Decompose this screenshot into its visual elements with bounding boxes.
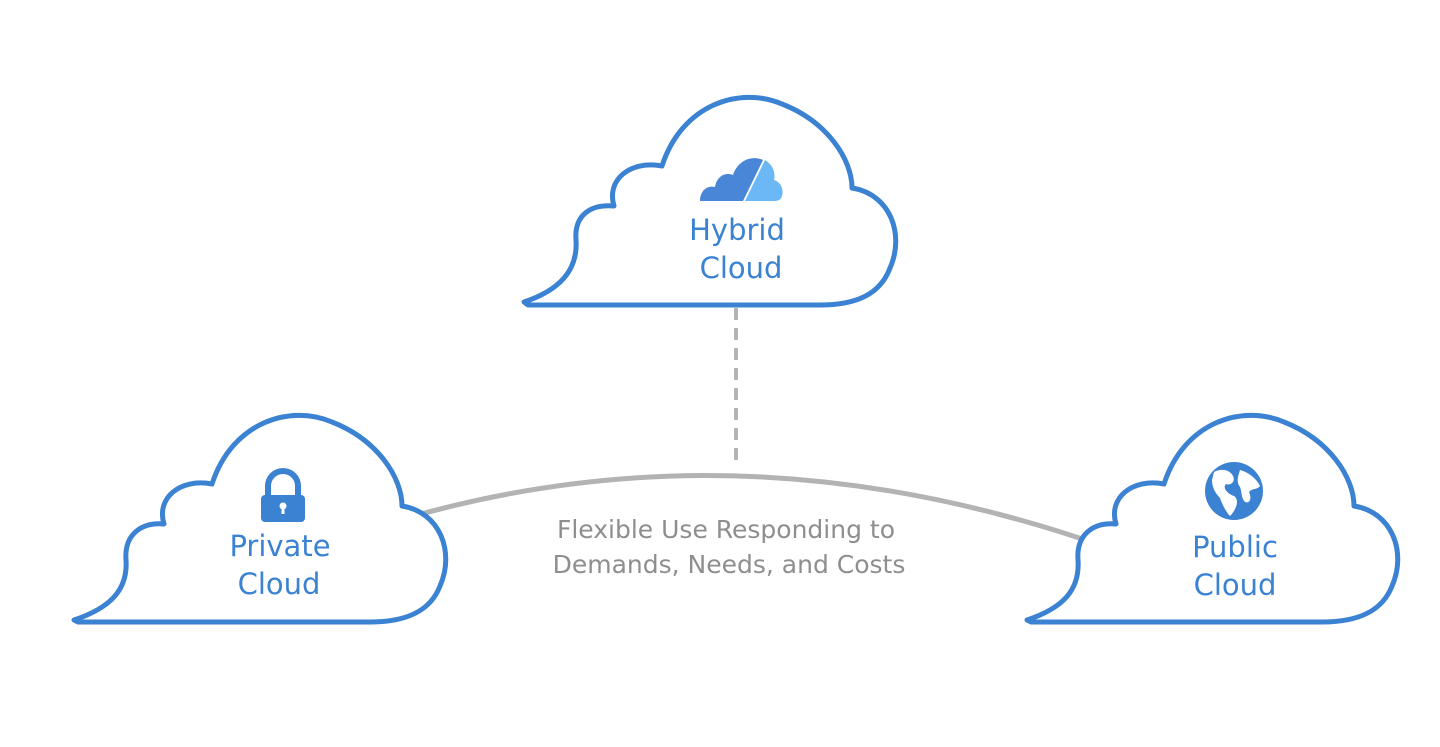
public-cloud-node: Public Cloud (1024, 412, 1401, 625)
padlock-icon (261, 468, 305, 522)
hybrid-icon-dark-half (700, 158, 763, 201)
padlock-keyhole-slot (281, 506, 285, 514)
public-cloud-label-line1: Public (1192, 530, 1278, 564)
globe-continent-americas (1212, 469, 1237, 516)
public-cloud-outline (1024, 412, 1401, 625)
public-cloud-label-line2: Cloud (1194, 568, 1277, 602)
globe-body (1205, 462, 1263, 520)
private-cloud-label-line2: Cloud (238, 567, 321, 601)
padlock-shackle (265, 468, 301, 497)
connector-label-line2: Demands, Needs, and Costs (553, 550, 906, 579)
private-cloud-node: Private Cloud (71, 412, 449, 625)
private-public-connector-arc (399, 473, 1101, 548)
hybrid-cloud-icon (700, 158, 783, 201)
private-cloud-outline (71, 412, 449, 625)
globe-continent-east (1237, 470, 1260, 503)
hybrid-cloud-outline (521, 94, 899, 308)
connector-label-line1: Flexible Use Responding to (557, 515, 895, 544)
hybrid-cloud-node: Hybrid Cloud (521, 94, 899, 308)
hybrid-icon-light-half (745, 160, 783, 201)
globe-icon (1205, 462, 1263, 520)
hybrid-cloud-label-line2: Cloud (700, 251, 783, 285)
hybrid-cloud-label-line1: Hybrid (689, 213, 785, 247)
private-cloud-label-line1: Private (229, 529, 330, 563)
